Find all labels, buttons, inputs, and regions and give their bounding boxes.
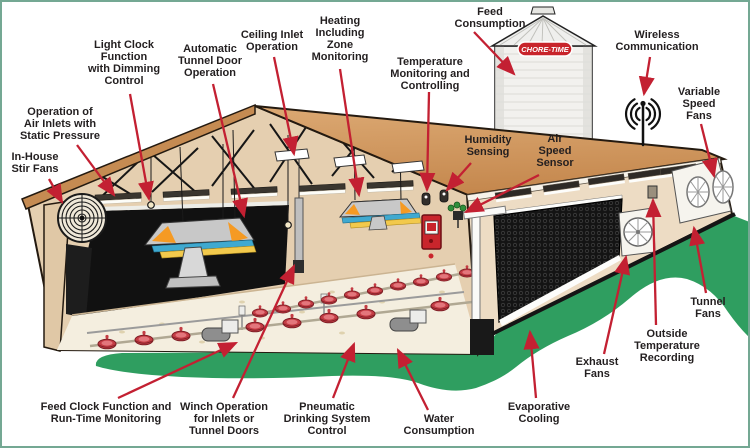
arrow-feed-clock xyxy=(117,341,239,400)
arrow-stir-fans xyxy=(46,178,64,205)
wireless-antenna-icon xyxy=(625,98,661,147)
arrow-temperature xyxy=(419,91,436,193)
silo-brand-logo: CHORE-TIME xyxy=(517,41,573,57)
arrow-heating xyxy=(338,68,365,198)
arrow-pneumatic-drinking xyxy=(331,341,356,399)
arrow-air-speed xyxy=(463,173,540,214)
arrow-air-inlets xyxy=(76,144,116,197)
corner-mesh xyxy=(66,244,92,318)
arrow-exhaust-fans xyxy=(602,254,631,355)
stir-fan xyxy=(57,193,107,243)
arrow-wireless xyxy=(638,56,655,97)
poultry-house xyxy=(21,103,736,357)
air-speed-sensor-device xyxy=(447,201,467,228)
feed-motor xyxy=(201,319,239,342)
arrow-winch xyxy=(231,263,296,399)
temperature-controller xyxy=(421,214,442,259)
silo-brand-text: CHORE-TIME xyxy=(521,45,569,54)
arrow-light-clock xyxy=(128,93,154,202)
side-wall xyxy=(462,156,736,357)
drain-pipe xyxy=(471,215,481,323)
brooder-heater-large xyxy=(143,129,257,289)
water-meter xyxy=(389,309,427,332)
gable-fascia xyxy=(21,103,256,210)
grass xyxy=(95,212,748,391)
exhaust-fan xyxy=(618,207,656,257)
humidity-sensor xyxy=(439,189,449,203)
feed-silo: CHORE-TIME xyxy=(489,6,598,143)
arrow-evaporative-cooling xyxy=(523,329,540,399)
arrow-ceiling-inlet xyxy=(272,56,299,157)
gutter-box xyxy=(470,319,494,355)
outside-temperature-sensor xyxy=(647,185,658,199)
silo-top-cap xyxy=(530,6,556,15)
arrow-humidity xyxy=(445,162,472,192)
arrow-tunnel-fans xyxy=(689,225,708,294)
arrow-variable-speed-fans xyxy=(699,123,718,179)
arrow-water-consumption xyxy=(396,347,430,411)
arrow-automatic-tunnel-door xyxy=(211,83,248,219)
arrow-feed-consumption xyxy=(473,31,516,76)
feed-line-far xyxy=(251,264,481,318)
temperature-sensor xyxy=(421,192,431,206)
winch xyxy=(293,154,304,273)
litter-floor xyxy=(57,263,481,354)
arrow-outside-temperature xyxy=(645,197,662,326)
callout-arrows xyxy=(46,31,718,411)
feed-line-near xyxy=(89,296,473,350)
